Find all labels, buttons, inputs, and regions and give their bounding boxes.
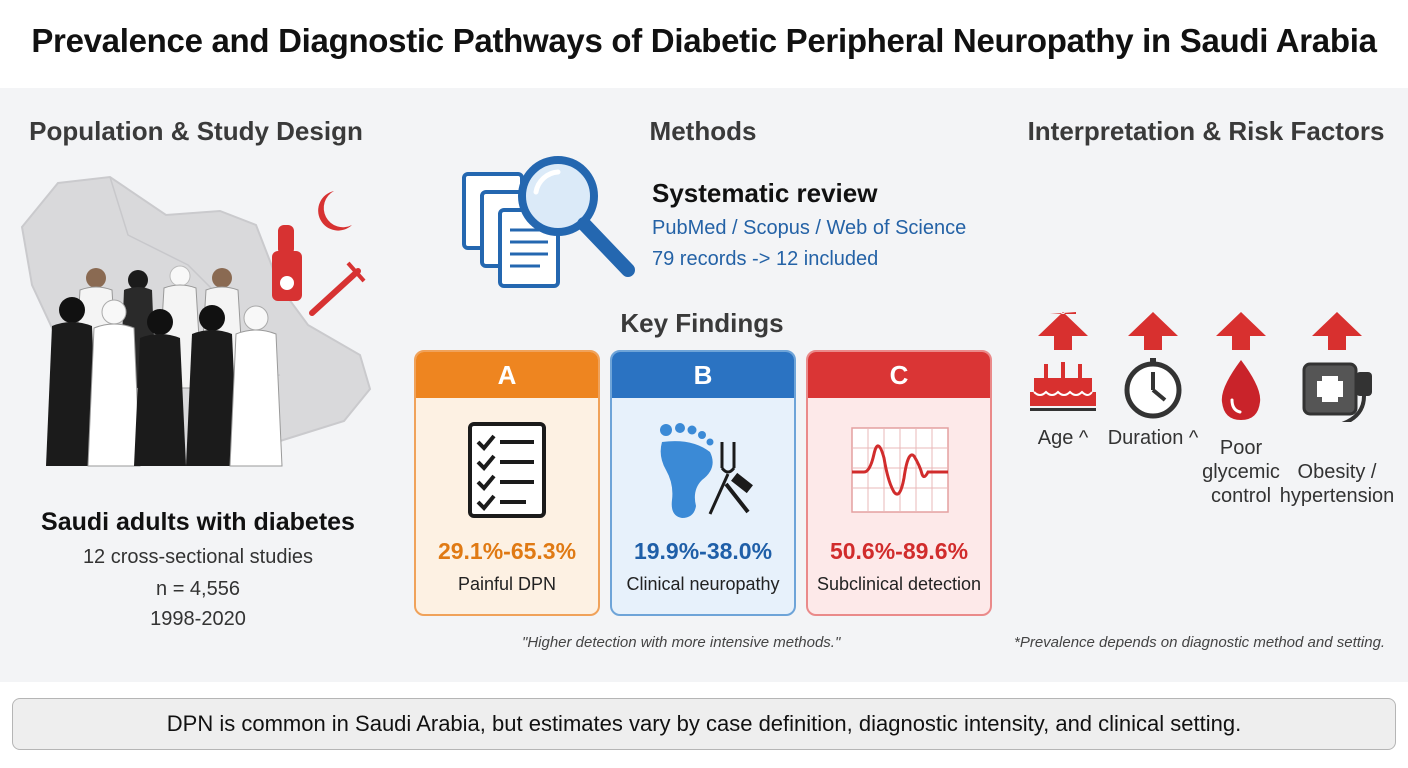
databases-text: PubMed / Scopus / Web of Science bbox=[652, 217, 967, 239]
blood-pressure-monitor-icon bbox=[1302, 312, 1372, 422]
blood-drop-icon bbox=[1216, 312, 1266, 420]
finding-card-c: C 50.6%-89.6% Subclinical detection bbox=[806, 350, 992, 616]
risk-obesity-label: Obesity / hypertension bbox=[1279, 461, 1395, 507]
risk-age-label: Age ^ bbox=[1037, 427, 1089, 449]
methods-heading: Methods bbox=[649, 116, 757, 146]
risk-heading: Interpretation & Risk Factors bbox=[1027, 116, 1385, 146]
card-c-value: 50.6%-89.6% bbox=[829, 538, 969, 564]
finding-card-b: B 19.9%-38.0% Clinical neuropathy bbox=[610, 350, 796, 616]
card-c-letter: C bbox=[808, 352, 990, 398]
study-count: 12 cross-sectional studies bbox=[82, 546, 314, 568]
risk-duration-label: Duration ^ bbox=[1107, 427, 1199, 449]
card-a-label: Painful DPN bbox=[457, 574, 557, 594]
nerve-conduction-waveform-icon bbox=[851, 427, 949, 513]
records-text: 79 records -> 12 included bbox=[652, 248, 879, 270]
systematic-review-title: Systematic review bbox=[652, 178, 878, 208]
checklist-icon bbox=[468, 422, 546, 518]
risk-note: *Prevalence depends on diagnostic method… bbox=[1014, 634, 1386, 651]
card-a-value: 29.1%-65.3% bbox=[437, 538, 577, 564]
foot-tuning-fork-icon bbox=[660, 423, 753, 518]
card-a-letter: A bbox=[416, 352, 598, 398]
risk-glycemic-label: Poor glycemic control bbox=[1202, 437, 1280, 507]
sample-size: n = 4,556 bbox=[156, 578, 240, 600]
diabetes-health-icon bbox=[272, 191, 366, 316]
card-b-value: 19.9%-38.0% bbox=[633, 538, 773, 564]
population-title: Saudi adults with diabetes bbox=[41, 508, 355, 536]
population-heading: Population & Study Design bbox=[29, 116, 363, 146]
birthday-cake-icon bbox=[1030, 312, 1096, 411]
findings-note: "Higher detection with more intensive me… bbox=[522, 634, 841, 651]
page-title: Prevalence and Diagnostic Pathways of Di… bbox=[31, 22, 1377, 59]
card-b-letter: B bbox=[612, 352, 794, 398]
clock-icon bbox=[1124, 312, 1182, 419]
document-magnifier-icon bbox=[462, 156, 635, 288]
saudi-people-group-icon bbox=[46, 265, 283, 467]
card-c-label: Subclinical detection bbox=[816, 574, 982, 594]
study-years: 1998-2020 bbox=[150, 608, 246, 630]
finding-card-a: A 29.1%-65.3% Painful DPN bbox=[414, 350, 600, 616]
card-b-label: Clinical neuropathy bbox=[626, 574, 780, 594]
key-findings-heading: Key Findings bbox=[620, 308, 784, 338]
summary-footer: DPN is common in Saudi Arabia, but estim… bbox=[12, 698, 1396, 750]
